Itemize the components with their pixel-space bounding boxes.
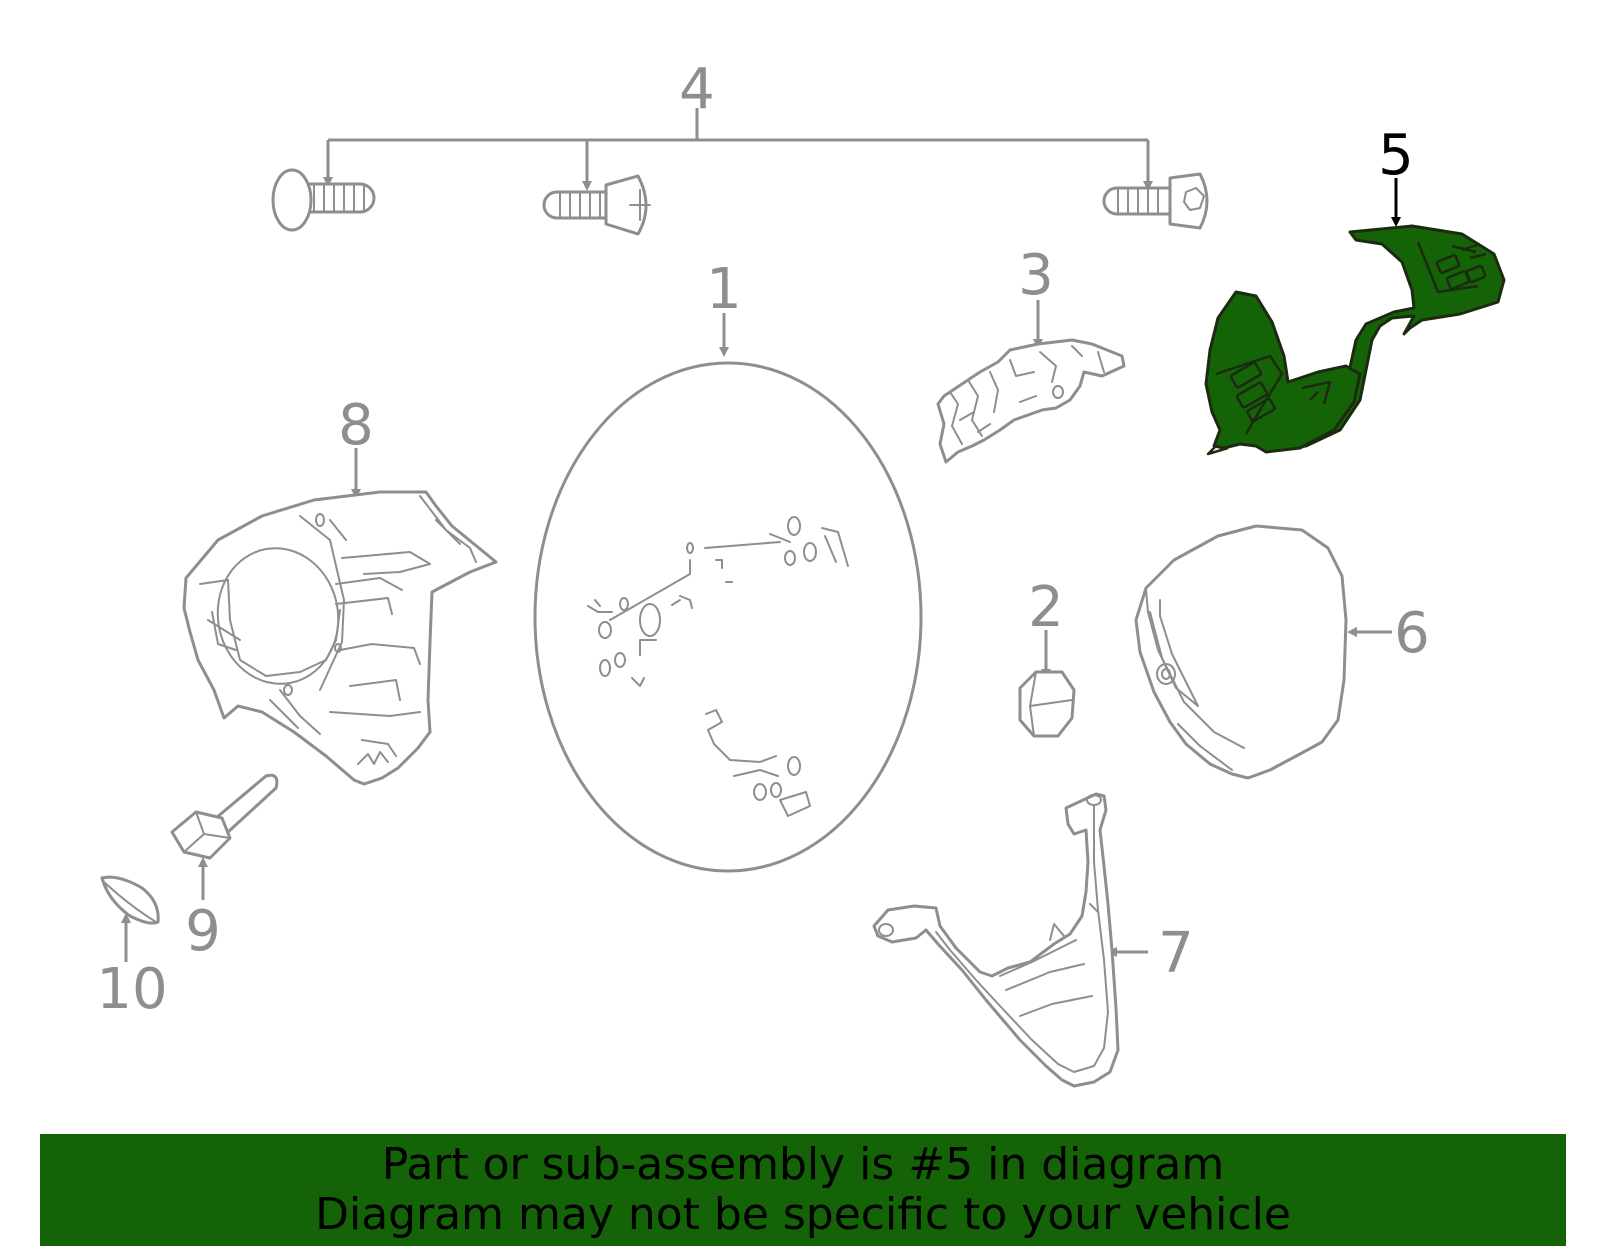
callout-6: 6 — [1394, 601, 1430, 666]
screw-hex-socket — [1102, 172, 1209, 230]
callout-1: 1 — [706, 257, 742, 322]
callout-3: 3 — [1018, 243, 1054, 308]
callout-2: 2 — [1028, 575, 1064, 640]
part-6-horn-pad[interactable] — [1134, 524, 1392, 780]
part-9-bolt[interactable] — [170, 773, 279, 900]
screw-phillips-flat-head — [542, 174, 651, 236]
callout-9: 9 — [185, 899, 221, 964]
right-switch-housing — [1258, 224, 1506, 452]
part-7-lower-trim[interactable] — [872, 792, 1148, 1088]
callout-7: 7 — [1158, 921, 1194, 986]
left-switch-housing — [1204, 290, 1362, 454]
callout-4: 4 — [679, 57, 715, 122]
banner-line-1: Part or sub-assembly is #5 in diagram — [381, 1139, 1225, 1190]
banner-line-2: Diagram may not be specific to your vehi… — [315, 1189, 1291, 1240]
part-10-clip[interactable] — [100, 875, 160, 962]
part-4-screws[interactable] — [271, 108, 1209, 236]
part-5-steering-switch-assembly[interactable] — [1204, 178, 1506, 456]
part-3-bracket[interactable] — [936, 300, 1126, 464]
part-8-column-cover[interactable] — [182, 448, 498, 786]
info-banner: Part or sub-assembly is #5 in diagram Di… — [40, 1134, 1566, 1246]
callout-5: 5 — [1378, 123, 1414, 188]
callout-8: 8 — [338, 393, 374, 458]
airbag-inner-detail — [587, 516, 849, 817]
screw-pan-head — [271, 168, 376, 232]
callout-10: 10 — [96, 957, 167, 1022]
part-2-nut[interactable] — [1018, 630, 1076, 738]
part-1-airbag-module[interactable] — [533, 313, 923, 873]
